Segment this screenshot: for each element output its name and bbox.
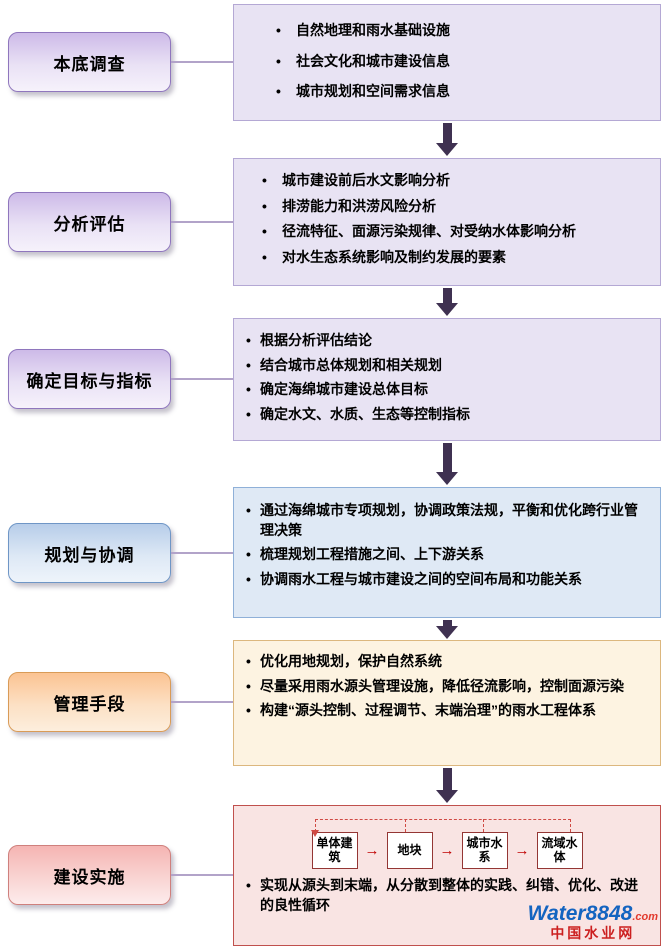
logo-site-name: 中国水业网 [550,925,636,942]
bullet-item: 根据分析评估结论 [246,331,648,351]
bullet-item: 优化用地规划，保护自然系统 [246,652,648,672]
down-arrow [436,443,458,485]
watermark-logo: Water8848.com 中国水业网 [527,902,658,942]
stage-label-management-means: 管理手段 [8,672,171,732]
bullet-item: 确定水文、水质、生态等控制指标 [246,405,648,425]
down-arrow [436,288,458,316]
down-arrow [436,768,458,803]
bullet-item: 构建“源头控制、过程调节、末端治理”的雨水工程体系 [246,701,648,721]
bullet-list: 通过海绵城市专项规划，协调政策法规，平衡和优化跨行业管理决策 梳理规划工程措施之… [246,501,648,589]
connector-line [171,552,233,554]
arrow-head [436,303,458,316]
right-arrow-icon: → [439,842,455,859]
connector-line [171,701,233,703]
bullet-item: 径流特征、面源污染规律、对受纳水体影响分析 [262,222,646,242]
flow-node-plot: 地块 [386,832,433,869]
bullet-list: 自然地理和雨水基础设施 社会文化和城市建设信息 城市规划和空间需求信息 [276,21,646,102]
stage-label-planning-coordination: 规划与协调 [8,523,171,583]
bullet-item: 对水生态系统影响及制约发展的要素 [262,248,646,268]
down-arrow [436,620,458,639]
scale-flow-diagram: 单体建筑 → 地块 → 城市水系 → 流域水体 [277,816,617,869]
feedback-stub [405,819,406,832]
connector-line [171,61,233,63]
logo-number: 8848 [585,902,633,925]
stage-content-management-means: 优化用地规划，保护自然系统 尽量采用雨水源头管理设施，降低径流影响，控制面源污染… [233,640,661,766]
flow-node-city-water: 城市水系 [461,832,508,869]
arrow-stem [442,288,452,303]
stage-content-planning-coordination: 通过海绵城市专项规划，协调政策法规，平衡和优化跨行业管理决策 梳理规划工程措施之… [233,487,661,618]
bullet-item: 结合城市总体规划和相关规划 [246,356,648,376]
feedback-stub [483,819,484,832]
bullet-item: 城市建设前后水文影响分析 [262,171,646,191]
logo-tld: .com [632,911,658,923]
flow-node-basin-water: 流域水体 [536,832,583,869]
bullet-list: 优化用地规划，保护自然系统 尽量采用雨水源头管理设施，降低径流影响，控制面源污染… [246,652,648,721]
bullet-item: 社会文化和城市建设信息 [276,52,646,72]
arrow-stem [442,443,452,472]
stage-content-background-survey: 自然地理和雨水基础设施 社会文化和城市建设信息 城市规划和空间需求信息 [233,4,661,121]
bullet-item: 尽量采用雨水源头管理设施，降低径流影响，控制面源污染 [246,677,648,697]
arrow-head [436,626,458,639]
arrow-head [436,790,458,803]
stage-label-background-survey: 本底调查 [8,32,171,92]
connector-line [171,221,233,223]
connector-line [171,874,233,876]
down-arrow [436,123,458,156]
feedback-dashed-loop [315,819,571,832]
feedback-arrow-head [311,830,319,837]
bullet-item: 排涝能力和洪涝风险分析 [262,197,646,217]
bullet-item: 实现从源头到末端，从分散到整体的实践、纠错、优化、改进的良性循环 [246,876,648,915]
stage-content-goals-indicators: 根据分析评估结论 结合城市总体规划和相关规划 确定海绵城市建设总体目标 确定水文… [233,318,661,441]
bullet-item: 城市规划和空间需求信息 [276,82,646,102]
bullet-list: 实现从源头到末端，从分散到整体的实践、纠错、优化、改进的良性循环 [246,876,648,915]
logo-brand: Water [527,902,586,925]
logo-wordmark: Water8848.com [527,902,658,925]
bullet-list: 根据分析评估结论 结合城市总体规划和相关规划 确定海绵城市建设总体目标 确定水文… [246,331,648,424]
stage-label-goals-indicators: 确定目标与指标 [8,349,171,409]
right-arrow-icon: → [514,842,530,859]
bullet-item: 通过海绵城市专项规划，协调政策法规，平衡和优化跨行业管理决策 [246,501,648,540]
stage-label-construction-implementation: 建设实施 [8,845,171,905]
bullet-item: 梳理规划工程措施之间、上下游关系 [246,545,648,565]
stage-content-construction-implementation: 单体建筑 → 地块 → 城市水系 → 流域水体 实现从源头到末端，从分散到整体的… [233,805,661,946]
arrow-stem [442,620,452,626]
arrow-head [436,472,458,485]
bullet-item: 确定海绵城市建设总体目标 [246,380,648,400]
arrow-stem [442,123,452,143]
connector-line [171,378,233,380]
right-arrow-icon: → [364,842,380,859]
bullet-item: 自然地理和雨水基础设施 [276,21,646,41]
bullet-item: 协调雨水工程与城市建设之间的空间布局和功能关系 [246,570,648,590]
bullet-list: 城市建设前后水文影响分析 排涝能力和洪涝风险分析 径流特征、面源污染规律、对受纳… [262,171,646,267]
stage-content-analysis-evaluation: 城市建设前后水文影响分析 排涝能力和洪涝风险分析 径流特征、面源污染规律、对受纳… [233,158,661,286]
arrow-head [436,143,458,156]
arrow-stem [442,768,452,790]
scale-flow-row: 单体建筑 → 地块 → 城市水系 → 流域水体 [277,832,617,869]
stage-label-analysis-evaluation: 分析评估 [8,192,171,252]
flow-node-building: 单体建筑 [311,832,358,869]
